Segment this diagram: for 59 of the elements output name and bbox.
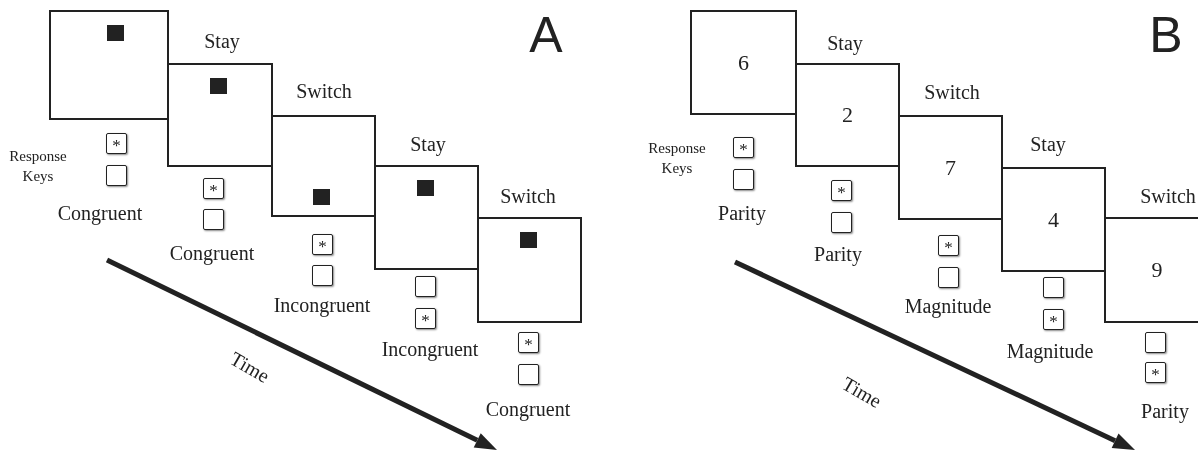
trial-type-label: Switch [500,186,556,206]
stimulus-screen [1104,217,1198,323]
stimulus-screen [477,217,582,323]
condition-label: Incongruent [273,295,371,315]
trial-type-label: Switch [296,81,352,101]
stimulus-screen [1001,167,1106,272]
trial-type-label: Stay [410,134,446,154]
condition-label: Congruent [485,399,571,419]
digit-stimulus: 2 [842,102,853,128]
time-label: Time [839,372,885,412]
response-key [1043,277,1064,298]
digit-stimulus: 9 [1151,257,1163,283]
stimulus-screen [271,115,376,217]
condition-label: Parity [718,203,766,223]
stimulus-screen [898,115,1003,220]
condition-label: Parity [1141,401,1189,421]
condition-label: Parity [814,244,862,264]
panel-letter: A [529,10,563,60]
response-key: * [106,133,127,154]
stimulus-screen [690,10,797,115]
time-label: Time [227,347,273,387]
trial-type-label: Switch [924,82,980,102]
response-key: * [415,308,436,329]
stimulus-screen [374,165,479,270]
response-key: * [938,235,959,256]
response-key [1145,332,1166,353]
trial-type-label: Stay [827,33,863,53]
response-key [312,265,333,286]
condition-label: Congruent [169,243,255,263]
digit-stimulus: 4 [1048,206,1059,233]
response-key: * [733,137,754,158]
response-key: * [518,332,539,353]
digit-stimulus: 7 [945,154,956,181]
response-key [106,165,127,186]
panel-letter: B [1149,10,1183,60]
stimulus-screen [49,10,169,120]
response-key [938,267,959,288]
trial-type-label: Stay [1030,134,1066,154]
response-key: * [1145,362,1166,383]
trial-type-label: Switch [1140,186,1196,206]
condition-label: Congruent [57,203,143,223]
response-key [733,169,754,190]
response-key: * [312,234,333,255]
response-key: * [203,178,224,199]
condition-label: Magnitude [1006,341,1094,361]
response-key [518,364,539,385]
stimulus-screen [795,63,900,167]
response-key [831,212,852,233]
stimulus-screen [167,63,273,167]
response-key: * [831,180,852,201]
digit-stimulus: 6 [738,49,749,76]
response-keys-label: Response Keys [8,147,68,187]
trial-type-label: Stay [204,31,240,51]
response-key [415,276,436,297]
condition-label: Magnitude [904,296,992,316]
condition-label: Incongruent [381,339,479,359]
response-keys-label: Response Keys [647,139,707,179]
response-key: * [1043,309,1064,330]
response-key [203,209,224,230]
